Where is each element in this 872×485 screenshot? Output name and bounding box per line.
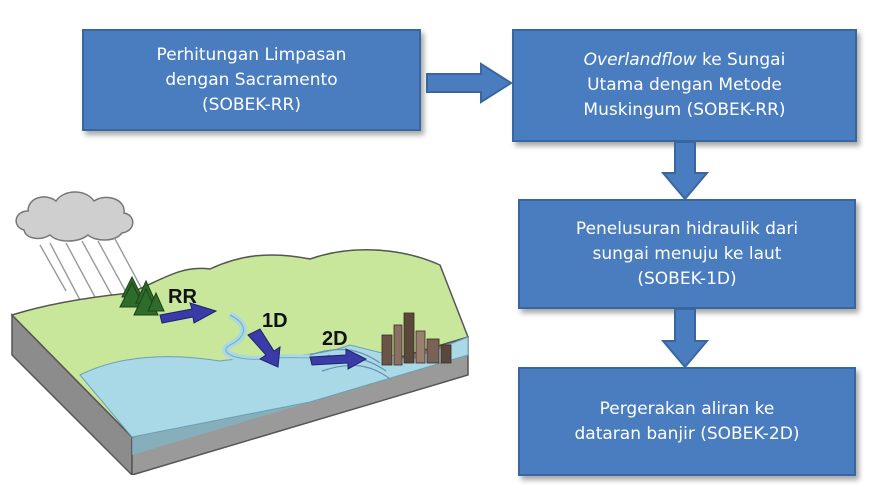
process-box-runoff-calculation: Perhitungan Limpasan dengan Sacramento (… xyxy=(82,29,421,131)
d2-arrow-icon xyxy=(309,348,368,370)
box-text-line: dataran banjir (SOBEK-2D) xyxy=(574,423,800,444)
rr-arrow-icon xyxy=(159,302,218,324)
box-text-line: Perhitungan Limpasan xyxy=(156,44,347,65)
forest-icon xyxy=(119,275,165,316)
box-text-line: Utama dengan Metode xyxy=(587,75,782,95)
box-text-line: sungai menuju ke laut xyxy=(592,243,782,264)
process-box-hydraulic-routing: Penelusuran hidraulik dari sungai menuju… xyxy=(518,199,856,309)
flow-arrow-right xyxy=(426,62,513,104)
process-box-overlandflow: Overlandflow ke Sungai Utama dengan Meto… xyxy=(512,29,857,142)
box-text-line: dengan Sacramento xyxy=(165,69,338,90)
flow-arrow-down-2 xyxy=(661,308,709,369)
rain-streaks xyxy=(39,236,145,311)
box-text-line: (SOBEK-1D) xyxy=(637,268,737,289)
rain-cloud-icon xyxy=(15,191,134,242)
box-text-line: Penelusuran hidraulik dari xyxy=(575,218,799,239)
rr-label: RR xyxy=(168,286,197,308)
box-text-fragment: ke Sungai xyxy=(696,50,786,70)
flow-arrow-down-1 xyxy=(661,141,709,201)
city-icon xyxy=(381,312,452,366)
process-box-floodplain-flow: Pergerakan aliran ke dataran banjir (SOB… xyxy=(518,367,856,476)
overlandflow-term: Overlandflow xyxy=(583,50,697,70)
box-text-line: Overlandflow ke Sungai xyxy=(583,48,786,73)
d1-arrow-icon xyxy=(247,328,281,368)
box-text-line: Pergerakan aliran ke xyxy=(599,398,775,419)
watershed-illustration: RR 1D 2D xyxy=(10,191,469,475)
d1-label: 1D xyxy=(262,310,288,332)
box-text-line: Muskingum (SOBEK-RR) xyxy=(583,100,786,120)
d2-label: 2D xyxy=(322,328,348,350)
box-text-line: (SOBEK-RR) xyxy=(202,94,301,115)
process-arrows xyxy=(159,302,368,370)
